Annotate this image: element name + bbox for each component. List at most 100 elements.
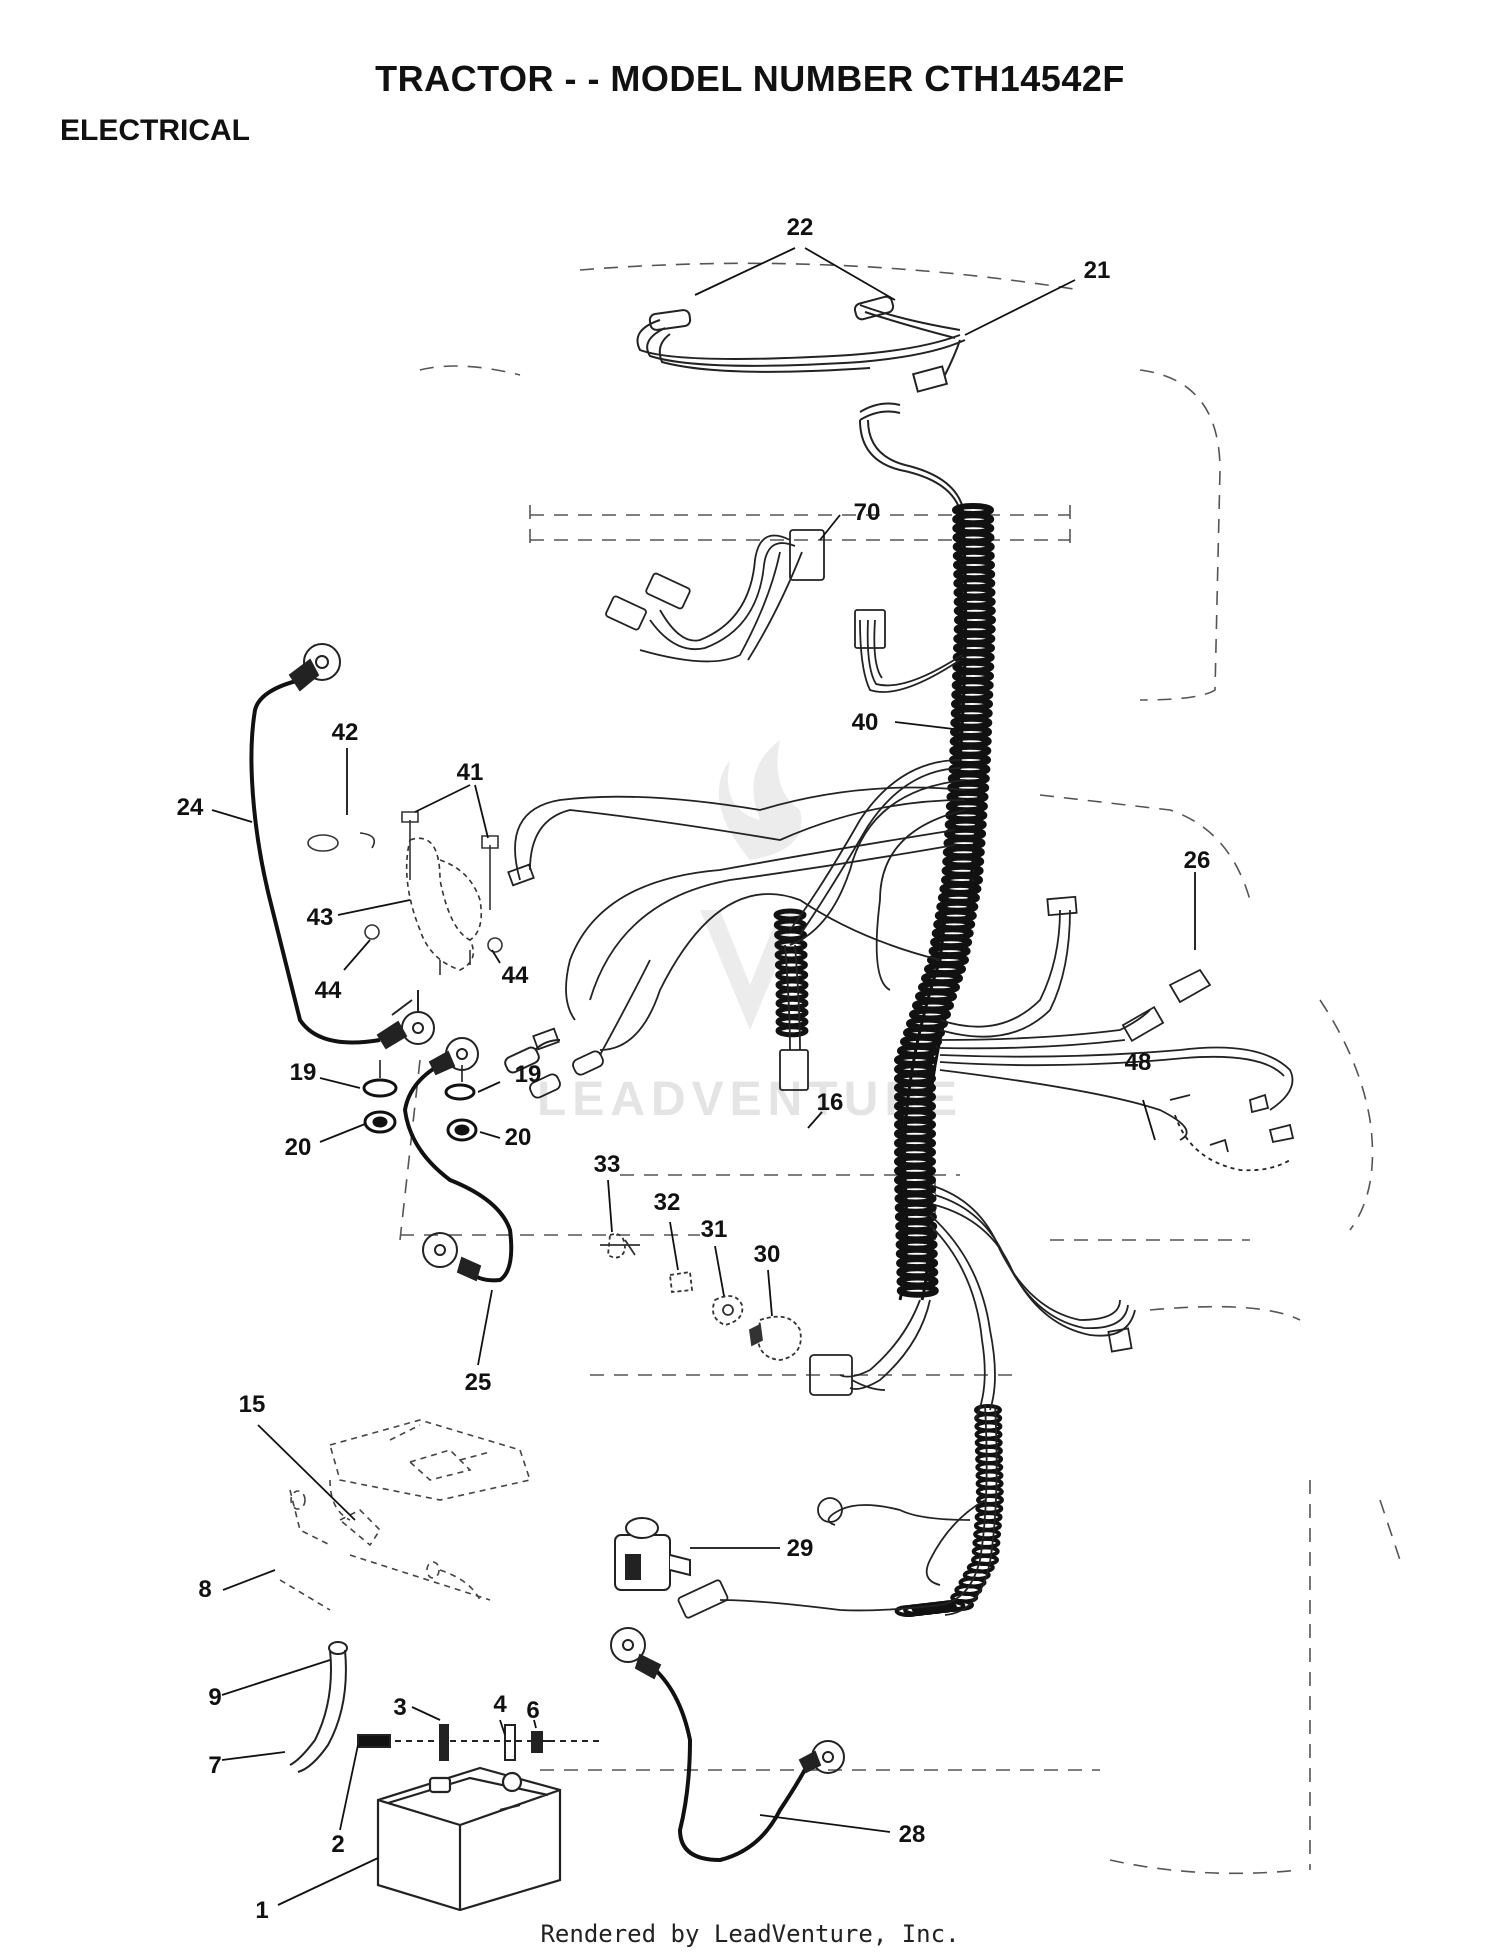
cable-28-ring-top-icon xyxy=(610,1627,646,1663)
hood-outline xyxy=(579,262,1081,291)
bullet-connector-b-icon xyxy=(572,1050,604,1076)
strap-3-icon xyxy=(439,1724,449,1761)
connector-26-plug-icon xyxy=(1121,1005,1165,1043)
connector-rear-icon xyxy=(1107,1327,1133,1353)
harness-wires xyxy=(507,529,1295,1619)
callout-25: 25 xyxy=(465,1369,492,1396)
footer-credit: Rendered by LeadVenture, Inc. xyxy=(540,1920,960,1948)
terminal-clip-b-icon xyxy=(532,1027,560,1051)
washer-19-left-icon xyxy=(362,1078,398,1098)
callout-2: 2 xyxy=(331,1831,344,1858)
cable-25-terminals xyxy=(422,1037,561,1282)
bolt-2-icon xyxy=(357,1734,391,1748)
watermark-text: LEADVENTURE xyxy=(537,1073,963,1126)
watermark-v-icon xyxy=(700,910,800,1030)
harness-coil-upper xyxy=(928,503,996,959)
rear-fender-outline xyxy=(1149,1305,1301,1321)
callout-20-right: 20 xyxy=(505,1124,532,1151)
starter-solenoid-assembly xyxy=(307,811,503,975)
cable-28-terminals xyxy=(610,1627,845,1774)
nut-6-icon xyxy=(531,1731,543,1753)
seat-switch-connector-icon xyxy=(1046,895,1078,917)
callout-4: 4 xyxy=(493,1691,507,1718)
cable-24-ring-bottom-icon xyxy=(401,1011,435,1045)
callout-21: 21 xyxy=(1084,257,1111,284)
harness-coil-rear xyxy=(894,1404,1004,1617)
solenoid-29 xyxy=(614,1517,691,1591)
section-title: ELECTRICAL xyxy=(60,114,250,147)
washer-19-right-icon xyxy=(444,1083,476,1101)
callout-30: 30 xyxy=(754,1241,781,1268)
callout-6: 6 xyxy=(526,1697,539,1724)
cable-28 xyxy=(648,1663,812,1863)
callout-9: 9 xyxy=(208,1684,221,1711)
terminal-clip-a-icon xyxy=(507,863,535,887)
coil-rib xyxy=(775,1024,809,1038)
callout-22: 22 xyxy=(787,214,814,241)
harness-coil-branch xyxy=(773,908,809,1038)
vent-cap-9-icon xyxy=(328,1641,348,1655)
nut-44-left-icon xyxy=(364,924,380,940)
battery-hardware xyxy=(289,1641,600,1773)
callout-40: 40 xyxy=(852,709,879,736)
watermark: LEADVENTURE xyxy=(537,740,963,1126)
bullet-connector-a-icon xyxy=(529,1073,561,1099)
coil-rib xyxy=(775,968,809,982)
headlight-harness xyxy=(636,295,966,511)
callout-70: 70 xyxy=(854,499,881,526)
part-32-icon xyxy=(669,1270,693,1293)
part-33-icon xyxy=(607,1233,626,1259)
battery-terminal-left-icon xyxy=(428,1776,452,1794)
callout-1: 1 xyxy=(255,1897,268,1924)
bolt-41-right-icon xyxy=(481,835,499,910)
solenoid-29-plug-icon xyxy=(677,1579,729,1619)
coil-rib xyxy=(774,948,808,962)
harness-coil-lower xyxy=(894,953,969,1298)
callout-44-right: 44 xyxy=(502,962,529,989)
callout-42: 42 xyxy=(332,719,359,746)
ground-ring-29-icon xyxy=(817,1497,843,1523)
cable-25-ring-bottom-icon xyxy=(422,1232,458,1268)
coil-rib xyxy=(894,1605,923,1617)
ignition-switch-parts xyxy=(600,1233,802,1361)
callout-41: 41 xyxy=(457,759,484,786)
part-30-icon xyxy=(757,1315,802,1361)
headlight-connector-icon xyxy=(911,365,949,393)
cable-24-terminals xyxy=(288,643,435,1050)
callout-19-left: 19 xyxy=(290,1059,317,1086)
callout-32: 32 xyxy=(654,1189,681,1216)
callout-29: 29 xyxy=(787,1535,814,1562)
callout-8: 8 xyxy=(198,1576,211,1603)
callout-19-right: 19 xyxy=(515,1061,542,1088)
frame-outline xyxy=(399,262,1401,1875)
watermark-flame-icon xyxy=(718,740,802,860)
callout-28: 28 xyxy=(899,1821,926,1848)
callout-16: 16 xyxy=(817,1089,844,1116)
right-lower-dash xyxy=(1379,1499,1401,1561)
left-side-rail xyxy=(399,1059,421,1241)
callout-24: 24 xyxy=(177,794,204,821)
callout-44-left: 44 xyxy=(315,977,342,1004)
cable-25 xyxy=(402,1060,514,1283)
nut-44-right-icon xyxy=(487,937,503,953)
callout-26: 26 xyxy=(1184,847,1211,874)
hood-right-outline xyxy=(1139,369,1221,701)
part-31-icon xyxy=(712,1295,744,1326)
battery-terminal-right-icon xyxy=(501,1771,523,1793)
connector-plug-a-icon xyxy=(645,572,691,610)
right-fender-outline xyxy=(1039,794,1251,901)
cable-24 xyxy=(249,678,381,1045)
ignition-connector-icon xyxy=(809,1354,853,1396)
connector-16-icon xyxy=(779,1049,809,1091)
callouts: 22 21 70 40 42 41 24 43 44 44 26 19 19 4… xyxy=(177,214,1211,1924)
hood-left-outline xyxy=(419,365,521,376)
callout-20-left: 20 xyxy=(285,1134,312,1161)
page-title: TRACTOR - - MODEL NUMBER CTH14542F xyxy=(375,58,1125,99)
bracket-15 xyxy=(279,1419,532,1611)
headlight-bulb-left-icon xyxy=(648,309,692,331)
headlight-bulb-right-icon xyxy=(853,295,895,321)
fuse-26-icon xyxy=(1168,968,1212,1004)
callout-3: 3 xyxy=(393,1694,406,1721)
